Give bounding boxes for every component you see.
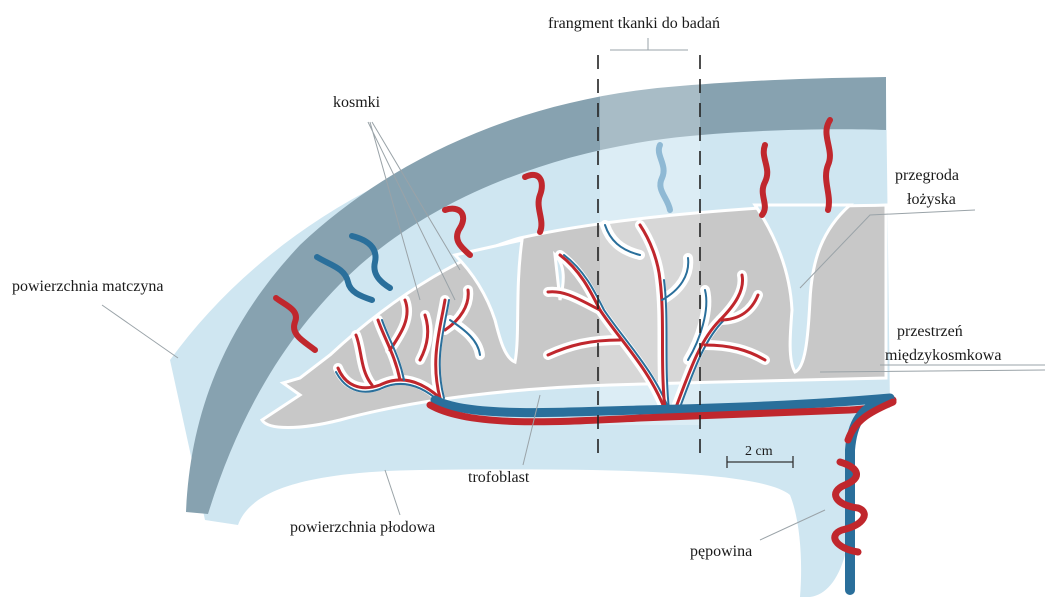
label-fetal-surface: powierzchnia płodowa <box>290 519 435 536</box>
fragment-bracket <box>610 38 688 50</box>
label-intervillous-line2: międzykosmkowa <box>885 347 1001 364</box>
label-umbilical-cord: pępowina <box>690 543 752 560</box>
label-trophoblast: trofoblast <box>468 469 530 486</box>
label-scale: 2 cm <box>745 444 773 459</box>
label-intervillous-line1: przestrzeń <box>897 323 963 340</box>
label-fragment: frangment tkanki do badań <box>548 15 720 32</box>
label-septum-line2: łożyska <box>907 191 956 208</box>
label-septum-line1: przegroda <box>895 167 959 184</box>
label-villi: kosmki <box>333 94 381 111</box>
label-maternal-surface: powierzchnia matczyna <box>12 278 163 295</box>
